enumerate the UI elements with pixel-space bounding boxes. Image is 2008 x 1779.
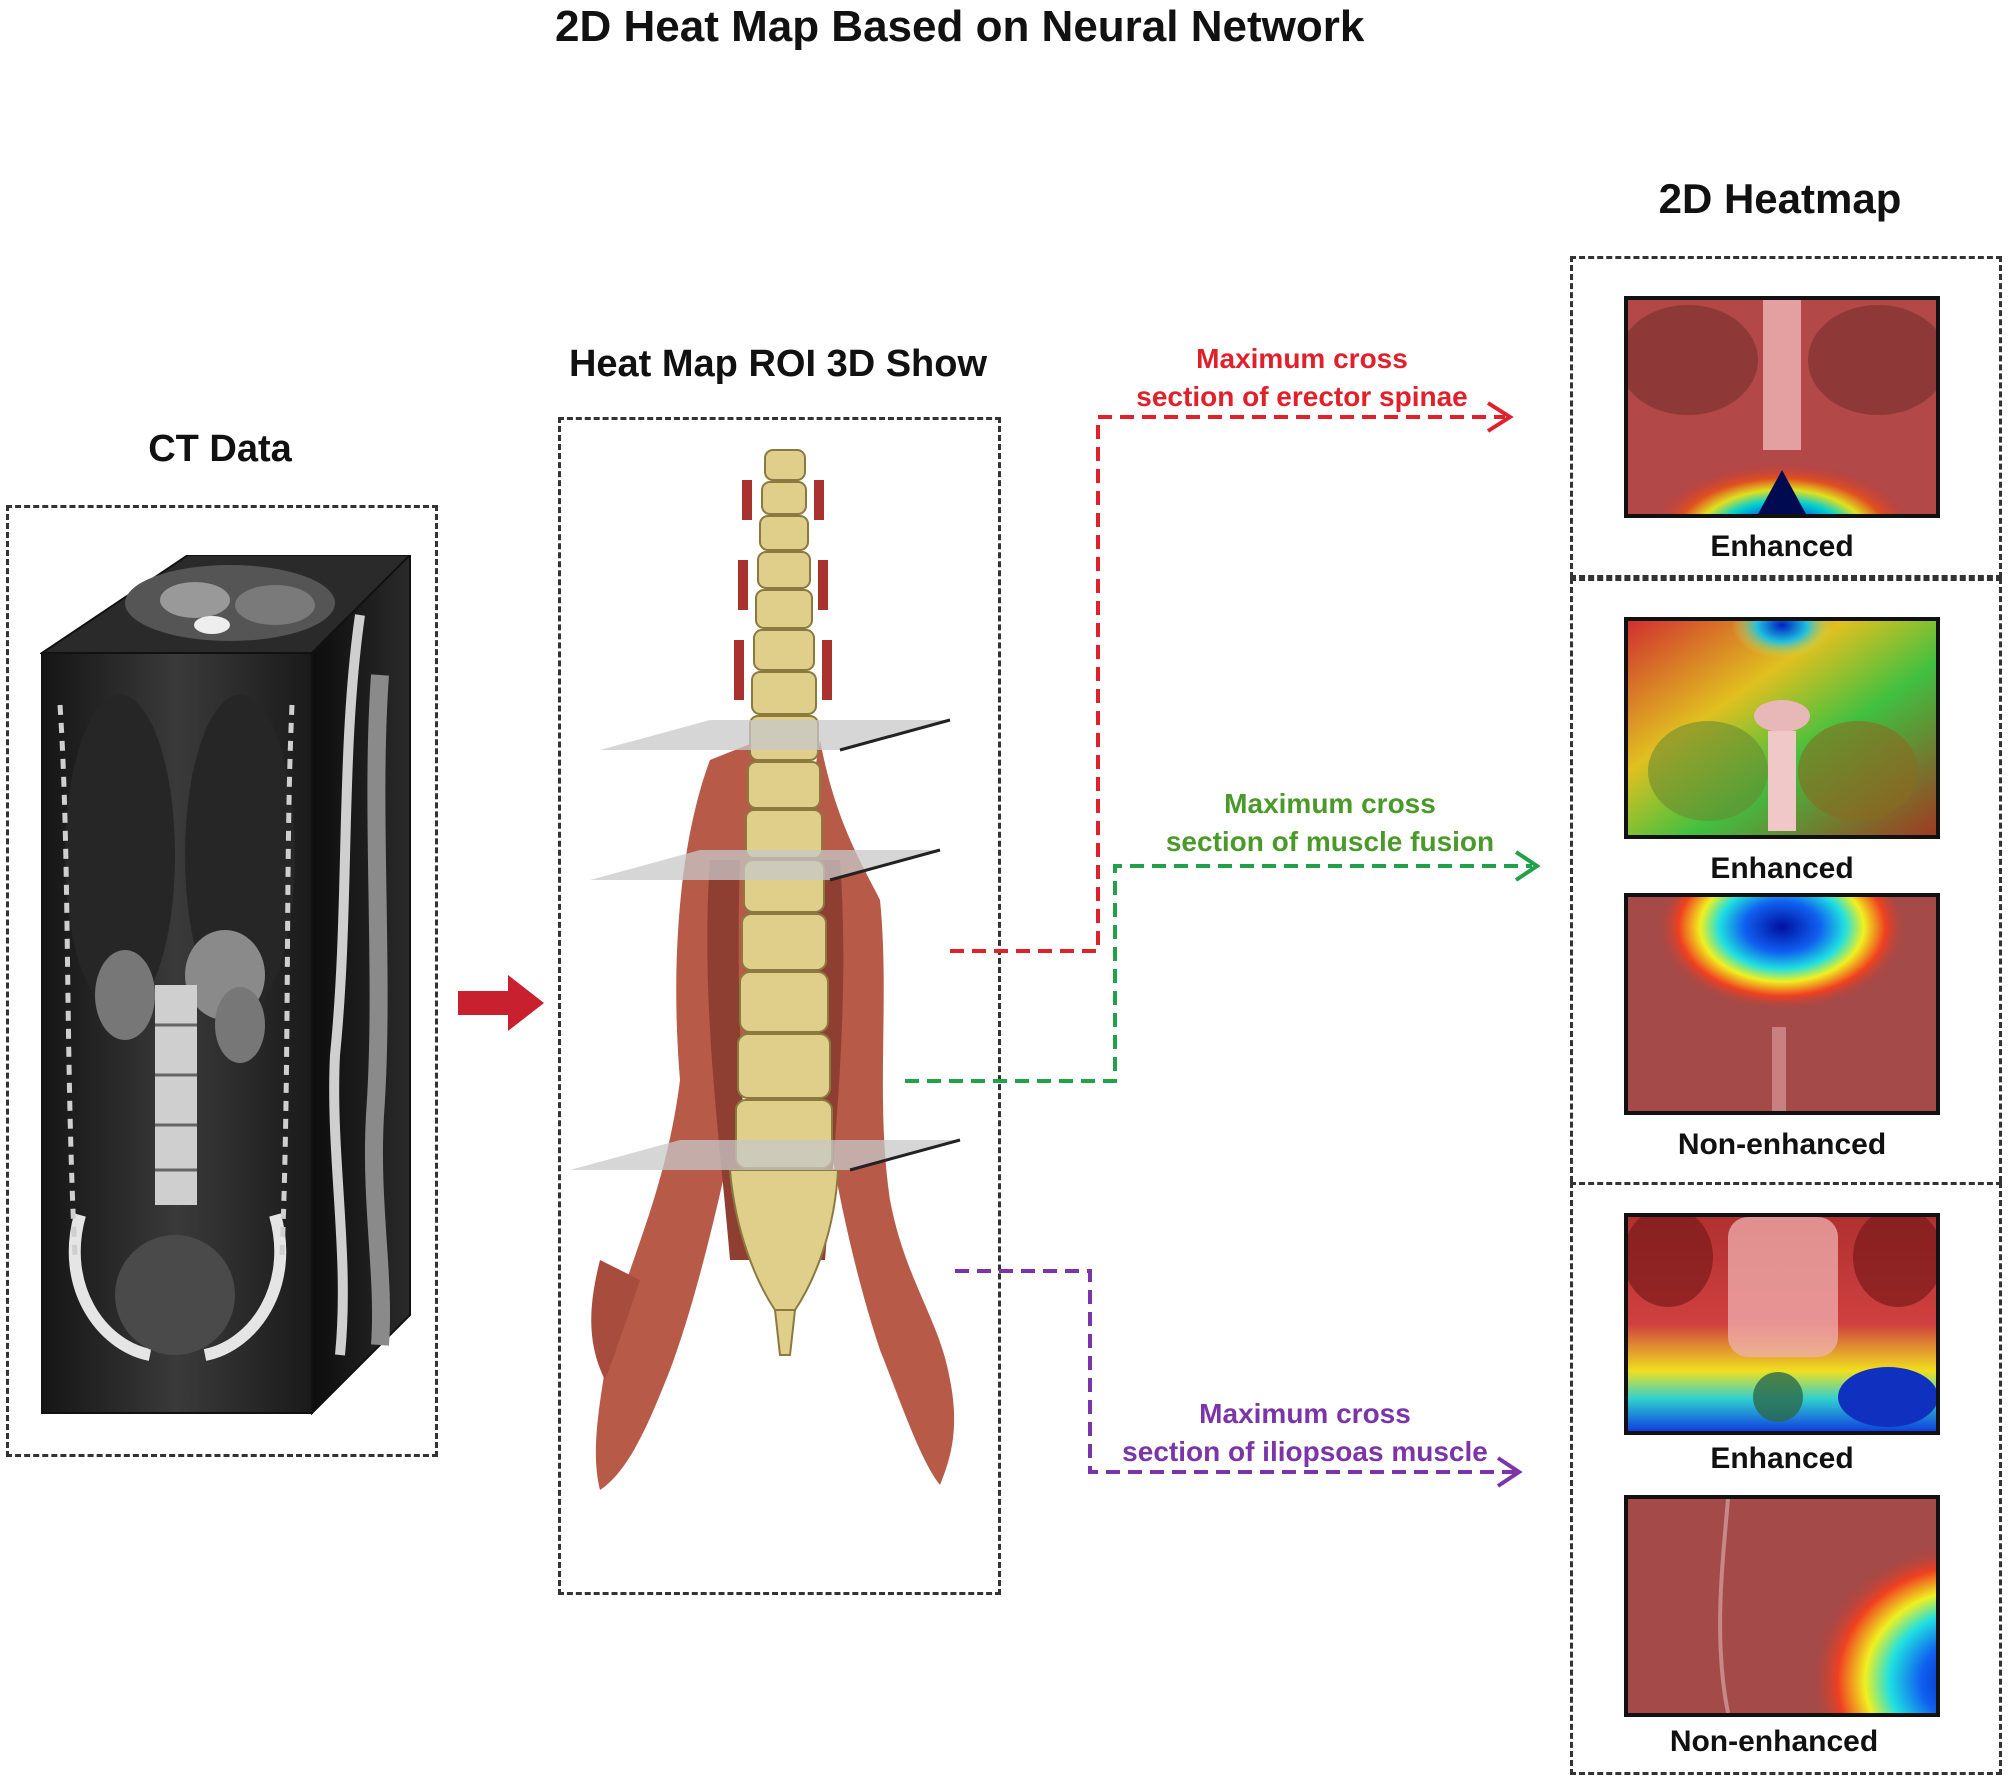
- heatmap-panel-title: 2D Heatmap: [1658, 175, 1902, 222]
- heatmap-erector-enhanced: [1624, 296, 1940, 518]
- heatmap-caption-5: Non-enhanced: [1669, 1725, 1879, 1758]
- erector-spinae-label-line2: section of erector spinae: [1136, 381, 1468, 412]
- heatmap-fusion-enhanced: [1624, 617, 1940, 839]
- muscle-fusion-label-line1: Maximum cross: [1224, 788, 1436, 819]
- heatmap-group-iliopsoas-sides: [1570, 1182, 2002, 1775]
- heatmap-caption-4: Enhanced: [1710, 1442, 1854, 1475]
- ct-panel-title: CT Data: [148, 428, 292, 470]
- iliopsoas-label: Maximum cross section of iliopsoas muscl…: [1085, 1395, 1525, 1471]
- heatmap-caption-1: Enhanced: [1710, 530, 1854, 563]
- heatmap-group-fusion-sides: [1570, 578, 2002, 1182]
- heatmap-group-divider-2: [1570, 1182, 2002, 1185]
- heatmap-fusion-non-enhanced: [1624, 893, 1940, 1115]
- arrow-icon: [458, 975, 544, 1031]
- muscle-fusion-label: Maximum cross section of muscle fusion: [1120, 785, 1540, 861]
- heatmap-caption-2: Enhanced: [1710, 852, 1854, 885]
- heatmap-caption-3: Non-enhanced: [1677, 1128, 1887, 1161]
- spine-muscle-3d-model: [560, 440, 1000, 1520]
- iliopsoas-label-line1: Maximum cross: [1199, 1398, 1411, 1429]
- heatmap-iliopsoas-non-enhanced: [1624, 1495, 1940, 1717]
- heatmap-iliopsoas-enhanced: [1624, 1213, 1940, 1435]
- muscle-fusion-label-line2: section of muscle fusion: [1165, 826, 1495, 857]
- heatmap-group-divider-1: [1570, 578, 2002, 581]
- heatmap-group-erector: [1570, 256, 2002, 578]
- iliopsoas-label-line2: section of iliopsoas muscle: [1122, 1436, 1488, 1467]
- ct-panel-box: [6, 505, 438, 1457]
- page-title: 2D Heat Map Based on Neural Network: [555, 2, 1365, 51]
- roi-panel-title: Heat Map ROI 3D Show: [568, 343, 988, 385]
- erector-spinae-label-line1: Maximum cross: [1196, 343, 1408, 374]
- roi-panel-box: [558, 417, 1001, 1595]
- erector-spinae-label: Maximum cross section of erector spinae: [1092, 340, 1512, 416]
- ct-volume-cube: [40, 555, 420, 1415]
